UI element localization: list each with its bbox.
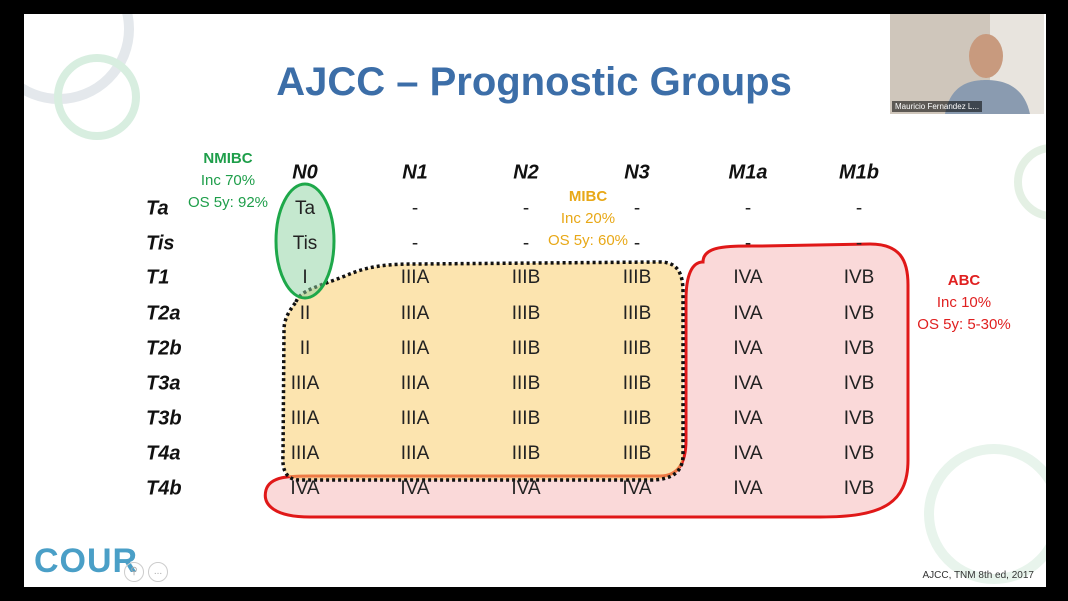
stage-cell: IIIB: [511, 267, 541, 288]
stage-cell: IIIB: [622, 338, 652, 359]
nmibc-region: [274, 182, 336, 300]
stage-cell: IIIB: [511, 408, 541, 429]
slide-toolbar: ⚲ ...: [124, 562, 168, 582]
stage-cell: Ta: [294, 198, 316, 219]
stage-cell: II: [299, 338, 311, 359]
stage-cell: IIIB: [511, 443, 541, 464]
stage-cell: IVB: [843, 408, 875, 429]
row-header-t4a: T4a: [146, 442, 181, 465]
stage-cell: IVA: [733, 478, 763, 499]
decorative-circle: [924, 444, 1046, 584]
stage-cell: IVB: [843, 303, 875, 324]
stage-cell: II: [299, 303, 311, 324]
row-header-t1: T1: [146, 266, 170, 289]
webcam-thumbnail: Mauricio Fernandez L...: [890, 14, 1044, 114]
mibc-note: MIBC Inc 20% OS 5y: 60%: [538, 186, 638, 252]
presenter-silhouette: [890, 14, 1044, 114]
stage-cell: -: [855, 233, 863, 254]
stage-cell: -: [522, 198, 530, 219]
stage-cell: -: [744, 198, 752, 219]
stage-cell: -: [633, 233, 641, 254]
stage-cell: IVA: [733, 303, 763, 324]
stage-cell: IVA: [290, 478, 320, 499]
column-header-m1a: M1a: [728, 161, 768, 184]
stage-cell: IIIA: [290, 408, 320, 429]
stage-cell: -: [633, 198, 641, 219]
row-header-t3b: T3b: [146, 407, 182, 430]
stage-cell: IVA: [733, 267, 763, 288]
stage-cell: IIIB: [622, 443, 652, 464]
row-header-t2b: T2b: [146, 337, 182, 360]
stage-cell: Tis: [292, 233, 318, 254]
stage-cell: -: [744, 233, 752, 254]
abc-title: ABC: [947, 272, 981, 289]
abc-note: ABC Inc 10% OS 5y: 5-30%: [908, 270, 1020, 336]
column-header-m1b: M1b: [839, 161, 879, 184]
stage-cell: IVB: [843, 443, 875, 464]
nmibc-survival: OS 5y: 92%: [187, 194, 269, 211]
mibc-incidence: Inc 20%: [560, 210, 616, 227]
stage-cell: IIIA: [290, 373, 320, 394]
stage-cell: -: [411, 233, 419, 254]
stage-cell: IIIB: [511, 303, 541, 324]
abc-region: [263, 242, 910, 519]
mibc-title: MIBC: [568, 188, 608, 205]
stage-cell: IVA: [511, 478, 541, 499]
decorative-circle: [54, 54, 140, 140]
cour-logo: COUR: [34, 542, 139, 580]
abc-incidence: Inc 10%: [936, 294, 992, 311]
row-header-t2a: T2a: [146, 302, 181, 325]
stage-cell: IVB: [843, 267, 875, 288]
column-header-n3: N3: [624, 161, 650, 184]
stage-cell: IVB: [843, 373, 875, 394]
stage-cell: IIIB: [511, 338, 541, 359]
stage-cell: I: [302, 267, 308, 288]
stage-cell: IVA: [622, 478, 652, 499]
stage-cell: IVA: [400, 478, 430, 499]
stage-cell: IIIB: [622, 303, 652, 324]
stage-cell: IIIA: [400, 408, 430, 429]
column-header-n1: N1: [402, 161, 428, 184]
stage-cell: IVA: [733, 443, 763, 464]
nmibc-incidence: Inc 70%: [200, 172, 256, 189]
stage-cell: IVA: [733, 373, 763, 394]
stage-cell: IIIA: [400, 267, 430, 288]
magnifier-icon[interactable]: ⚲: [124, 562, 144, 582]
row-header-tis: Tis: [146, 232, 175, 255]
stage-cell: IVB: [843, 478, 875, 499]
stage-cell: IIIA: [400, 338, 430, 359]
abc-survival: OS 5y: 5-30%: [917, 316, 1011, 333]
stage-cell: IIIB: [622, 408, 652, 429]
stage-cell: IVA: [733, 408, 763, 429]
stage-cell: -: [855, 198, 863, 219]
stage-cell: IIIA: [400, 443, 430, 464]
row-header-t4b: T4b: [146, 477, 182, 500]
row-header-ta: Ta: [146, 197, 169, 220]
stage-cell: -: [411, 198, 419, 219]
stage-cell: IVA: [733, 338, 763, 359]
column-header-n0: N0: [292, 161, 318, 184]
stage-cell: IIIB: [511, 373, 541, 394]
column-header-n2: N2: [513, 161, 539, 184]
mibc-survival: OS 5y: 60%: [547, 232, 629, 249]
stage-cell: IVB: [843, 338, 875, 359]
more-icon[interactable]: ...: [148, 562, 168, 582]
stage-cell: IIIA: [400, 373, 430, 394]
stage-cell: IIIA: [290, 443, 320, 464]
stage-cell: -: [522, 233, 530, 254]
nmibc-title: NMIBC: [203, 150, 253, 167]
mibc-region: [281, 260, 685, 482]
stage-cell: IIIB: [622, 373, 652, 394]
nmibc-note: NMIBC Inc 70% OS 5y: 92%: [180, 148, 276, 214]
slide-title: AJCC – Prognostic Groups: [276, 60, 792, 104]
citation: AJCC, TNM 8th ed, 2017: [922, 570, 1034, 581]
stage-cell: IIIA: [400, 303, 430, 324]
webcam-name: Mauricio Fernandez L...: [892, 101, 983, 112]
stage-cell: IIIB: [622, 267, 652, 288]
row-header-t3a: T3a: [146, 372, 181, 395]
